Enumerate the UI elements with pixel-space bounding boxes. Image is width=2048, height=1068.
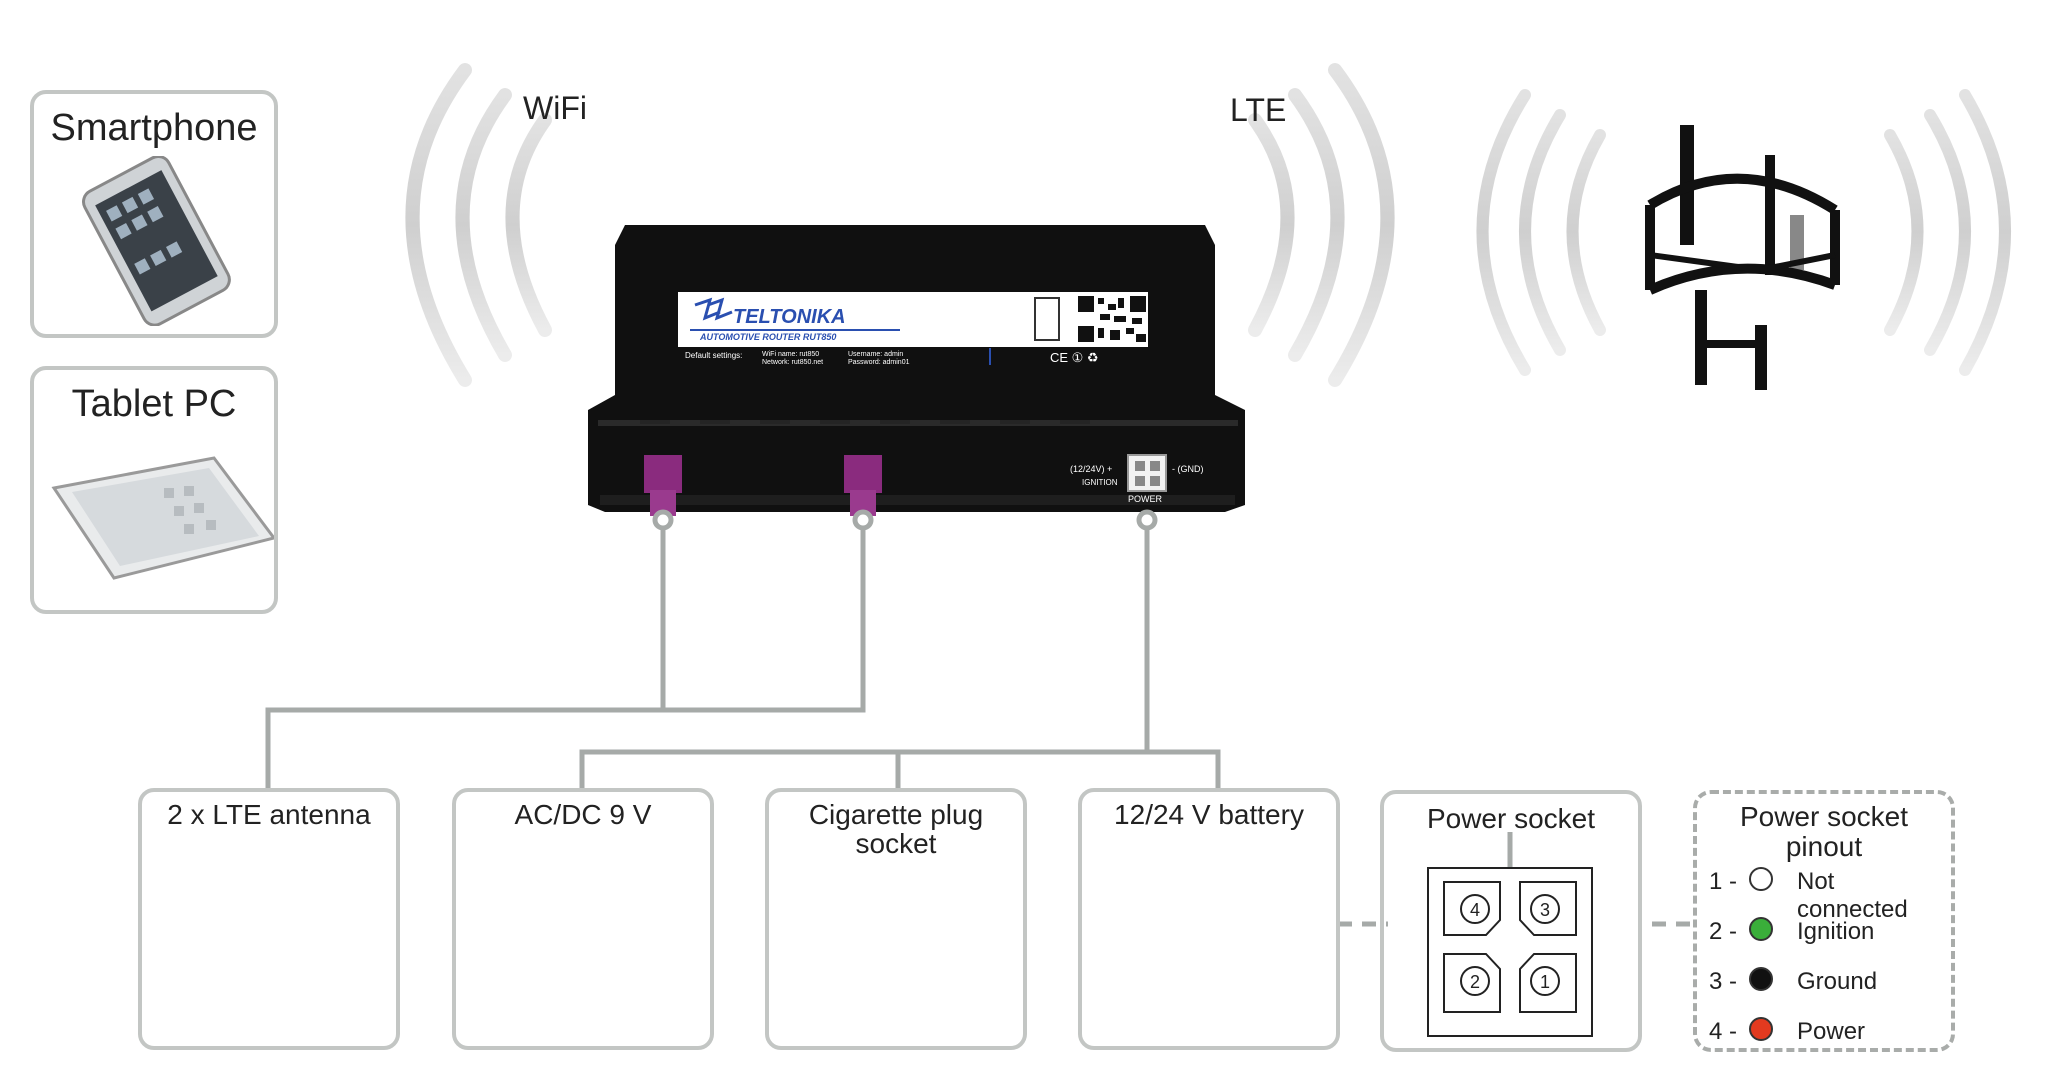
- socket-pin-2: 2: [1470, 972, 1480, 992]
- teltonika-logo-icon: [694, 297, 733, 321]
- battery-title: 12/24 V battery: [1114, 799, 1304, 830]
- smartphone-box: Smartphone: [30, 90, 278, 338]
- wifi-signal-waves: [405, 63, 552, 387]
- router-power-pins-right: - (GND): [1172, 464, 1204, 474]
- router-vents: [640, 420, 1090, 424]
- ac-dc-title: AC/DC 9 V: [514, 799, 652, 830]
- pinout-title-line-1: Power socket: [1739, 801, 1909, 832]
- socket-pin-1: 1: [1540, 972, 1550, 992]
- pinout-title-line-2: pinout: [1785, 831, 1863, 862]
- socket-pin-4: 4: [1470, 900, 1480, 920]
- battery-box: 12/24 V battery: [1078, 788, 1340, 1050]
- tower-signal-waves: [1476, 89, 2011, 376]
- router-defaults-line-2: Network: rut850.net: [762, 359, 823, 366]
- lte-antenna-box: 2 x LTE antenna: [138, 788, 400, 1050]
- router-brand: TELTONIKA: [733, 306, 846, 328]
- power-socket-title: Power socket: [1426, 803, 1596, 834]
- pin-label: Not connected: [1797, 868, 1908, 923]
- router-cert-marks: CE ① ♻: [1050, 350, 1099, 365]
- pin-color-dot: [1749, 967, 1773, 991]
- pin-label: Ignition: [1797, 918, 1875, 945]
- tablet-label: Tablet PC: [71, 383, 237, 425]
- pin-color-dot: [1749, 867, 1773, 891]
- pin-color-dot: [1749, 1017, 1773, 1041]
- power-socket-diagram: [1427, 867, 1593, 1037]
- pinout-row-3: 3 - Ground: [1697, 962, 1951, 1002]
- pin-color-dot: [1749, 917, 1773, 941]
- power-socket-box: Power socket: [1380, 790, 1642, 1052]
- pin-number: 3 -: [1709, 968, 1738, 995]
- router-defaults-line-1: WiFi name: rut850: [762, 351, 819, 358]
- tablet-icon: [51, 456, 274, 580]
- pin-label: Ground: [1797, 968, 1878, 995]
- cigarette-box: Cigarette plug socket: [765, 788, 1027, 1050]
- pinout-row-1: 1 - Not connected: [1697, 862, 1951, 923]
- smartphone-icon: [82, 156, 231, 326]
- pin-number: 4 -: [1709, 1018, 1738, 1045]
- lte-antenna-title: 2 x LTE antenna: [167, 799, 371, 830]
- wifi-label: WiFi: [523, 90, 587, 126]
- pin-label: Power: [1797, 1018, 1866, 1045]
- router-defaults-line-3: Username: admin: [848, 351, 903, 358]
- smartphone-label: Smartphone: [50, 107, 258, 149]
- tablet-box: Tablet PC: [30, 366, 278, 614]
- router-label-sticker: [678, 292, 1148, 347]
- power-socket-pinout: Power socket pinout 1 - Not connected 2 …: [1693, 790, 1955, 1052]
- lte-signal-waves: [1248, 63, 1395, 387]
- power-connector: [1127, 454, 1167, 492]
- ac-dc-box: AC/DC 9 V: [452, 788, 714, 1050]
- connector-lines: [265, 509, 1702, 927]
- pin-number: 2 -: [1709, 918, 1738, 945]
- qr-code-icon: [1078, 296, 1146, 342]
- router-device: TELTONIKA AUTOMOTIVE ROUTER RUT850 Defau…: [588, 225, 1245, 516]
- socket-pin-3: 3: [1540, 900, 1550, 920]
- router-model: AUTOMOTIVE ROUTER RUT850: [699, 332, 836, 342]
- cigarette-title-line-2: socket: [855, 828, 937, 859]
- pinout-row-2: 2 - Ignition: [1697, 912, 1951, 952]
- antenna-connector-2: [844, 455, 882, 516]
- router-defaults-line-4: Password: admin01: [848, 359, 910, 366]
- cigarette-title-line-1: Cigarette plug: [808, 799, 984, 830]
- pin-number: 1 -: [1709, 868, 1738, 895]
- router-defaults-label: Default settings:: [685, 351, 742, 360]
- router-power-pins-left: (12/24V) +: [1070, 464, 1112, 474]
- router-ignition-label: IGNITION: [1082, 478, 1118, 487]
- cell-tower-icon: [1645, 125, 1840, 620]
- lte-label: LTE: [1230, 92, 1287, 128]
- pinout-row-4: 4 - Power: [1697, 1012, 1951, 1052]
- router-power-label: POWER: [1128, 494, 1163, 504]
